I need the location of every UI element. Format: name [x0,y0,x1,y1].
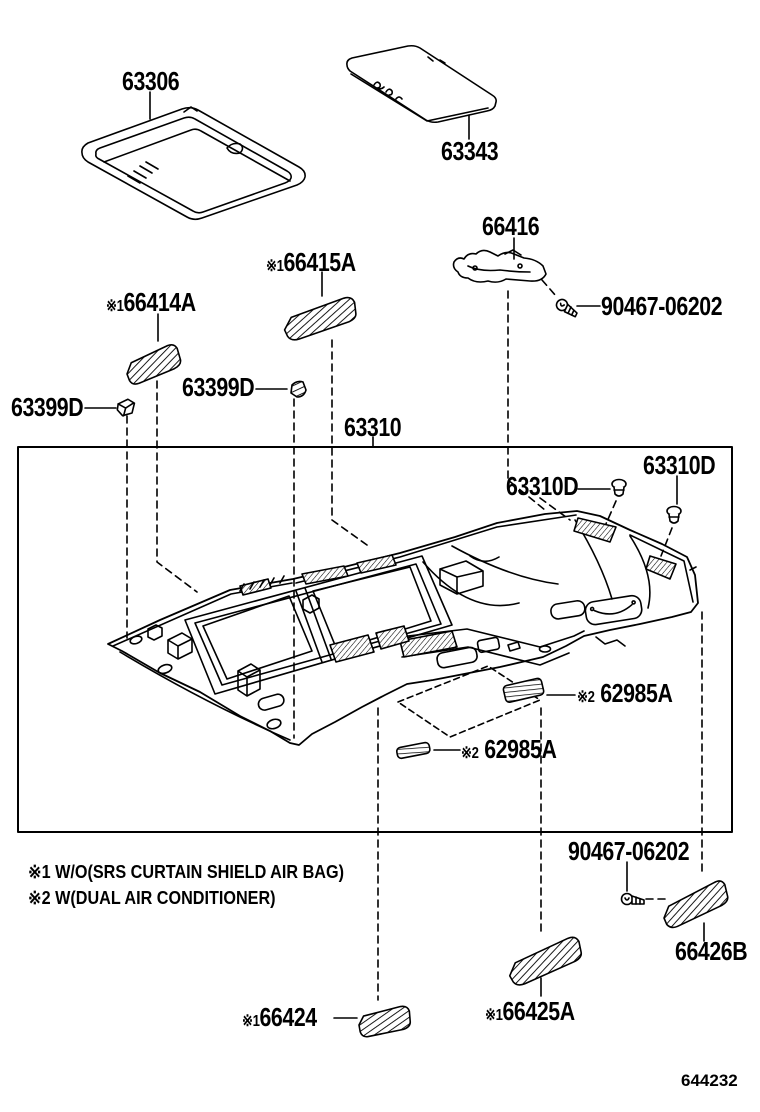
part-number: 90467-06202 [568,836,690,866]
part-number: 66416 [482,211,540,241]
screw-90467-bottom [620,892,645,906]
note-ref-1: ※1 [106,298,124,315]
dashed-locator-lines [126,279,703,1001]
part-number: 62985A [600,678,673,708]
part-label-63399d-left[interactable]: 63399D [11,392,84,422]
part-66414a-drawing [126,344,182,385]
part-66425a-drawing [508,936,583,986]
part-label-90467-06202-top[interactable]: 90467-06202 [601,291,723,321]
part-66424-drawing [358,1005,412,1038]
part-number: 66426B [675,936,748,966]
part-label-66426b[interactable]: 66426B [675,936,748,966]
note-ref-2: ※2 [461,745,479,762]
part-number: 66414A [123,287,196,317]
part-number: 63310D [506,471,579,501]
footnote-2: ※2 W(DUAL AIR CONDITIONER) [28,888,276,908]
note-ref-1: ※1 [242,1013,260,1030]
part-66416-drawing [452,249,547,283]
diagram-code: 644232 [681,1071,738,1090]
clip-63310d-2 [666,505,682,524]
note-ref-1: ※1 [485,1007,503,1024]
clip-63310d-1 [611,478,627,497]
clip-63399d-left [116,398,136,417]
part-label-62985a-upper[interactable]: ※2 62985A [577,678,673,708]
note-ref-2: ※2 [577,689,595,706]
part-label-90467-06202-bottom[interactable]: 90467-06202 [568,836,690,866]
part-number: 66425A [502,996,575,1026]
part-66426b-drawing [663,880,729,929]
part-number: 66424 [259,1002,317,1032]
part-label-63306[interactable]: 63306 [122,66,180,96]
part-63343-drawing [346,44,497,124]
note-ref-1: ※1 [266,258,284,275]
clip-63399d-right [290,380,307,398]
part-label-62985a-lower[interactable]: ※2 62985A [461,734,557,764]
part-label-63343[interactable]: 63343 [441,136,499,166]
part-number: 62985A [484,734,557,764]
part-number: 63399D [11,392,84,422]
part-label-66416[interactable]: 66416 [482,211,540,241]
part-number: 90467-06202 [601,291,723,321]
headliner-63310-drawing [107,510,699,746]
part-label-66425a[interactable]: ※166425A [485,998,575,1024]
part-label-63310d-1[interactable]: 63310D [506,471,579,501]
part-62985a-upper-drawing [502,677,545,703]
part-number: 63310D [643,450,716,480]
part-label-66415a[interactable]: ※166415A [266,249,356,275]
part-62985a-lower-drawing [395,741,431,760]
screw-90467-top [555,298,578,318]
part-label-63310d-2[interactable]: 63310D [643,450,716,480]
part-label-63399d-right[interactable]: 63399D [182,372,255,402]
part-63306-drawing [81,106,306,221]
leader-lines [84,91,705,1019]
part-number: 63399D [182,372,255,402]
part-number: 66415A [283,247,356,277]
part-label-63310[interactable]: 63310 [344,412,402,442]
part-number: 63306 [122,66,180,96]
part-label-66424[interactable]: ※166424 [242,1004,317,1030]
part-number: 63343 [441,136,499,166]
part-66415a-drawing [283,296,357,341]
part-number: 63310 [344,412,402,442]
assembly-box [17,446,733,833]
part-label-66414a[interactable]: ※166414A [106,289,196,315]
footnote-1: ※1 W/O(SRS CURTAIN SHIELD AIR BAG) [28,862,344,882]
